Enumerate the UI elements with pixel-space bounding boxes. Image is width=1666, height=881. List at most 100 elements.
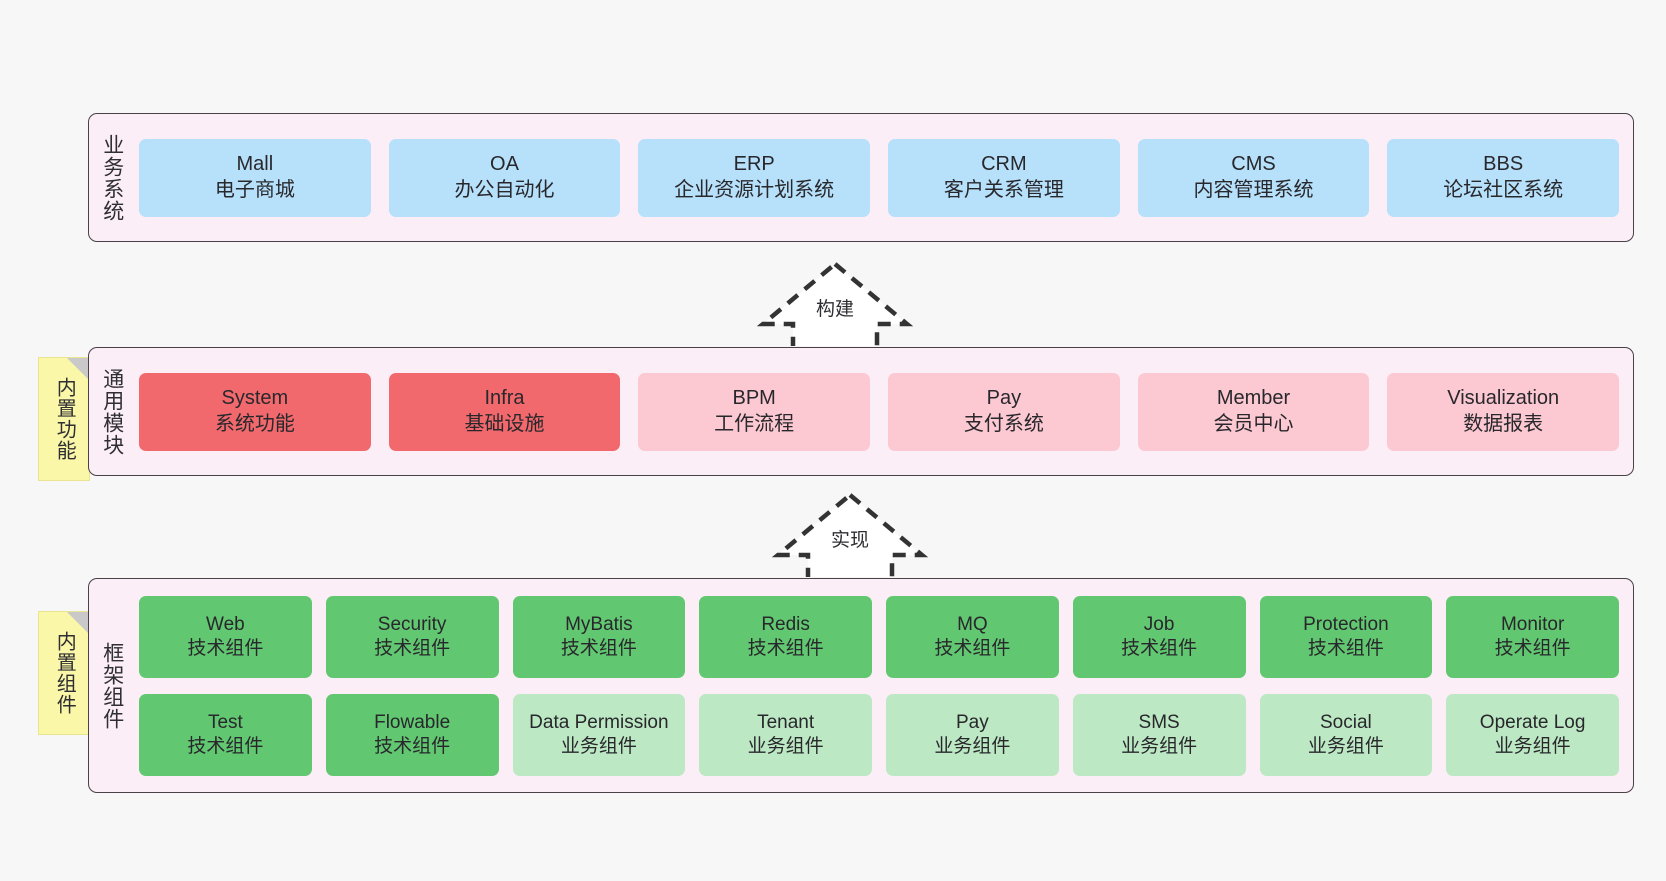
card-name: Pay	[986, 387, 1022, 410]
card-desc: 业务组件	[934, 735, 1011, 757]
sticky-note-builtin-functions: 内置功能	[38, 357, 90, 481]
card-desc: 技术组件	[1121, 637, 1198, 659]
card-name: ERP	[733, 153, 775, 176]
card-desc: 数据报表	[1463, 412, 1544, 435]
card-name: MQ	[957, 613, 988, 635]
card-name: System	[221, 387, 289, 410]
module-card-bbs[interactable]: BBS 论坛社区系统	[1387, 138, 1620, 217]
component-card-mybatis[interactable]: MyBatis 技术组件	[512, 595, 686, 678]
component-card-operate-log[interactable]: Operate Log 业务组件	[1446, 693, 1619, 776]
card-desc: 论坛社区系统	[1443, 178, 1564, 201]
card-name: CRM	[981, 153, 1027, 176]
module-card-mall[interactable]: Mall 电子商城	[139, 138, 371, 217]
card-name: Flowable	[374, 711, 451, 733]
card-name: Protection	[1303, 613, 1389, 635]
card-name: Pay	[956, 711, 989, 733]
sticky-note-builtin-components: 内置组件	[38, 611, 90, 735]
module-card-visualization[interactable]: Visualization 数据报表	[1387, 372, 1620, 451]
card-desc: 技术组件	[934, 637, 1011, 659]
card-desc: 电子商城	[214, 178, 295, 201]
layer-title-framework: 框架组件	[100, 641, 124, 730]
card-name: BBS	[1483, 153, 1524, 176]
card-desc: 技术组件	[1494, 637, 1571, 659]
modules-row: System 系统功能 Infra 基础设施 BPM 工作流程 Pay 支付系统…	[139, 372, 1620, 451]
component-card-social[interactable]: Social 业务组件	[1259, 693, 1433, 776]
card-desc: 办公自动化	[454, 178, 555, 201]
card-desc: 工作流程	[714, 412, 795, 435]
component-card-protection[interactable]: Protection 技术组件	[1259, 595, 1433, 678]
component-card-job[interactable]: Job 技术组件	[1072, 595, 1246, 678]
module-card-bpm[interactable]: BPM 工作流程	[638, 372, 871, 451]
card-desc: 技术组件	[560, 637, 637, 659]
card-desc: 支付系统	[963, 412, 1044, 435]
component-card-flowable[interactable]: Flowable 技术组件	[325, 693, 499, 776]
layer-body-modules: System 系统功能 Infra 基础设施 BPM 工作流程 Pay 支付系统…	[135, 348, 1633, 475]
card-desc: 技术组件	[1307, 637, 1384, 659]
module-card-crm[interactable]: CRM 客户关系管理	[888, 138, 1120, 217]
card-desc: 基础设施	[464, 412, 545, 435]
card-desc: 业务组件	[1121, 735, 1198, 757]
sticky-note-label: 内置组件	[53, 631, 76, 715]
card-name: Member	[1216, 387, 1291, 410]
card-desc: 技术组件	[374, 735, 451, 757]
layer-title-modules: 通用模块	[100, 367, 124, 456]
card-name: Job	[1143, 613, 1175, 635]
card-name: Data Permission	[529, 711, 669, 733]
business-row: Mall 电子商城 OA 办公自动化 ERP 企业资源计划系统 CRM 客户关系…	[139, 138, 1620, 217]
module-card-erp[interactable]: ERP 企业资源计划系统	[638, 138, 871, 217]
card-desc: 业务组件	[560, 735, 637, 757]
layer-common-modules: 通用模块 System 系统功能 Infra 基础设施 BPM 工作流程 Pay…	[88, 347, 1634, 476]
component-card-pay[interactable]: Pay 业务组件	[886, 693, 1059, 776]
module-card-infra[interactable]: Infra 基础设施	[388, 372, 621, 451]
module-card-system[interactable]: System 系统功能	[139, 372, 371, 451]
card-name: CMS	[1231, 153, 1276, 176]
module-card-cms[interactable]: CMS 内容管理系统	[1137, 138, 1370, 217]
card-name: Visualization	[1447, 387, 1560, 410]
layer-body-framework: Web 技术组件 Security 技术组件 MyBatis 技术组件 Redi…	[135, 579, 1633, 792]
card-name: Security	[377, 613, 447, 635]
component-card-sms[interactable]: SMS 业务组件	[1072, 693, 1246, 776]
component-card-monitor[interactable]: Monitor 技术组件	[1446, 595, 1619, 678]
arrow-implement-shape	[771, 492, 929, 577]
component-card-mq[interactable]: MQ 技术组件	[886, 595, 1059, 678]
component-card-test[interactable]: Test 技术组件	[139, 693, 312, 776]
framework-row-technical: Web 技术组件 Security 技术组件 MyBatis 技术组件 Redi…	[139, 595, 1619, 678]
component-card-redis[interactable]: Redis 技术组件	[699, 595, 872, 678]
card-desc: 技术组件	[747, 637, 824, 659]
card-desc: 业务组件	[1494, 735, 1571, 757]
component-card-tenant[interactable]: Tenant 业务组件	[699, 693, 872, 776]
card-desc: 业务组件	[747, 735, 824, 757]
card-desc: 技术组件	[374, 637, 451, 659]
sticky-note-label: 内置功能	[53, 377, 76, 461]
card-name: Infra	[484, 387, 525, 410]
module-card-member[interactable]: Member 会员中心	[1137, 372, 1370, 451]
card-desc: 会员中心	[1213, 412, 1294, 435]
layer-framework-components: 框架组件 Web 技术组件 Security 技术组件 MyBatis 技术组件…	[88, 578, 1634, 793]
card-name: SMS	[1138, 711, 1180, 733]
card-name: BPM	[732, 387, 776, 410]
arrow-build-label: 构建	[815, 299, 855, 320]
arrow-implement-label: 实现	[830, 530, 870, 551]
card-name: OA	[490, 153, 519, 176]
card-desc: 系统功能	[214, 412, 295, 435]
component-card-security[interactable]: Security 技术组件	[325, 595, 499, 678]
arrow-build	[756, 261, 914, 346]
card-name: Social	[1320, 711, 1372, 733]
card-name: Web	[206, 613, 245, 635]
module-card-oa[interactable]: OA 办公自动化	[388, 138, 621, 217]
card-desc: 内容管理系统	[1193, 178, 1314, 201]
card-desc: 客户关系管理	[943, 178, 1064, 201]
module-card-pay[interactable]: Pay 支付系统	[888, 372, 1120, 451]
card-name: Test	[207, 711, 243, 733]
card-name: MyBatis	[565, 613, 633, 635]
layer-body-business: Mall 电子商城 OA 办公自动化 ERP 企业资源计划系统 CRM 客户关系…	[135, 114, 1633, 241]
component-card-data-permission[interactable]: Data Permission 业务组件	[512, 693, 686, 776]
layer-business-systems: 业务系统 Mall 电子商城 OA 办公自动化 ERP 企业资源计划系统 CRM…	[88, 113, 1634, 242]
card-name: Operate Log	[1479, 711, 1586, 733]
card-name: Mall	[236, 153, 274, 176]
card-name: Tenant	[757, 711, 815, 733]
component-card-web[interactable]: Web 技术组件	[139, 595, 312, 678]
framework-row-business: Test 技术组件 Flowable 技术组件 Data Permission …	[139, 693, 1619, 776]
layer-title-business: 业务系统	[100, 133, 124, 222]
